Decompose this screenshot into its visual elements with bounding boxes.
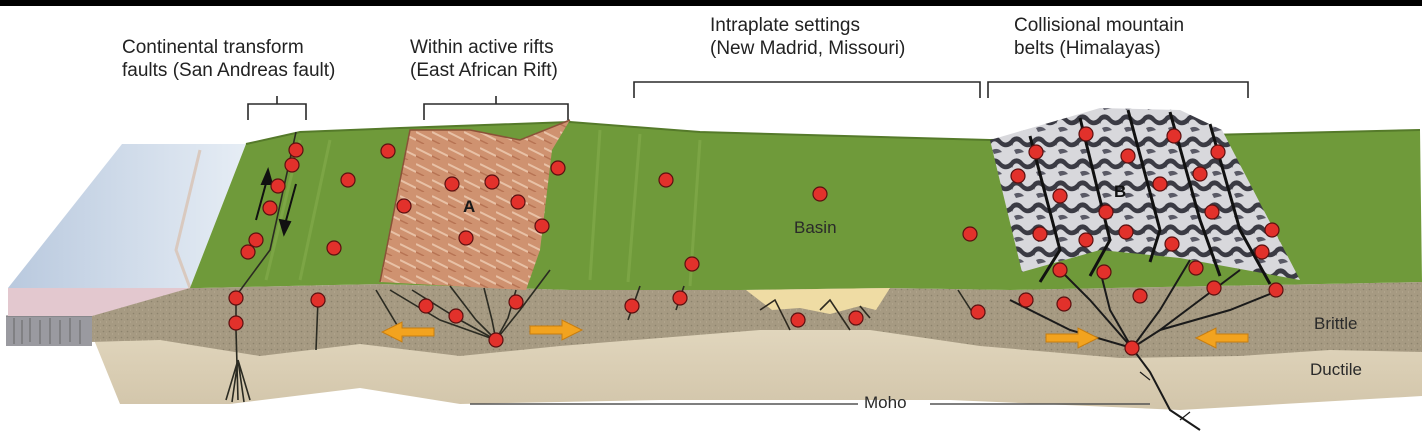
arrow-right-collision xyxy=(1045,327,1100,349)
label-intraplate-line2: (New Madrid, Missouri) xyxy=(710,38,906,59)
label-basin: Basin xyxy=(794,218,837,237)
label-collisional-line2: belts (Himalayas) xyxy=(1014,38,1161,59)
label-rifts-line1: Within active rifts xyxy=(410,37,554,58)
rift-valley xyxy=(380,120,570,290)
label-transform-line1: Continental transform xyxy=(122,37,304,58)
left-edge-block xyxy=(6,316,92,346)
arrow-right-rift xyxy=(529,319,584,341)
ocean-shelf xyxy=(8,144,246,288)
label-collisional: Collisional mountain belts (Himalayas) xyxy=(1014,14,1184,60)
marker-b: B xyxy=(1114,182,1127,201)
label-active-rifts: Within active rifts (East African Rift) xyxy=(410,36,558,82)
marker-a: A xyxy=(463,197,476,216)
label-intraplate: Intraplate settings (New Madrid, Missour… xyxy=(710,14,905,60)
label-rifts-line2: (East African Rift) xyxy=(410,60,558,81)
label-transform-line2: faults (San Andreas fault) xyxy=(122,60,336,81)
label-intraplate-line1: Intraplate settings xyxy=(710,15,860,36)
earthquake-dots xyxy=(228,126,1284,356)
arrow-left-rift xyxy=(380,321,435,343)
label-ductile: Ductile xyxy=(1310,360,1362,379)
arrow-left-collision xyxy=(1194,327,1249,349)
label-brittle: Brittle xyxy=(1314,314,1358,333)
label-moho: Moho xyxy=(864,393,907,412)
label-collisional-line1: Collisional mountain xyxy=(1014,15,1185,36)
label-transform-faults: Continental transform faults (San Andrea… xyxy=(122,36,335,82)
sedimentary-basin xyxy=(746,288,890,314)
